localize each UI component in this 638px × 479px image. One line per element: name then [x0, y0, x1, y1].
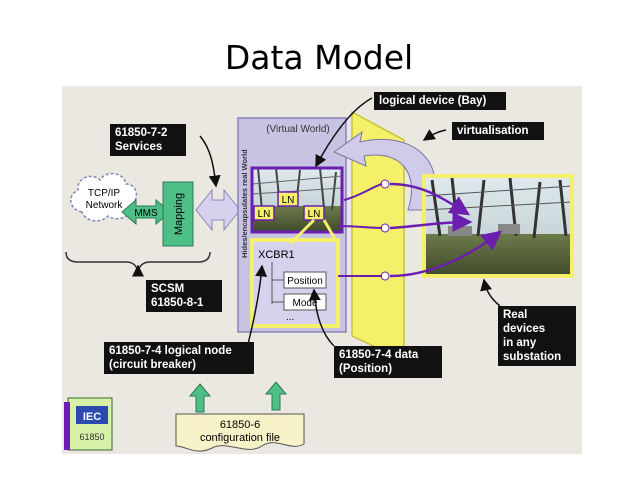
- virtualisation-callout-text: virtualisation: [457, 125, 529, 137]
- zoom-line-1: [288, 218, 316, 246]
- tcpip-cloud: [70, 172, 138, 222]
- ellipsis-label: ...: [286, 312, 294, 323]
- ln-connector-2: [337, 225, 383, 229]
- logical-device-callout: logical device (Bay): [374, 92, 506, 110]
- hides-label: Hides/encapsulates real World: [240, 149, 249, 258]
- iec-book-title: IEC: [83, 411, 101, 423]
- data-callout: 61850-7-4 data (Position): [334, 346, 442, 378]
- data-callout-line-1: 61850-7-4 data: [339, 349, 419, 361]
- iec-book-icon: IEC 61850: [64, 397, 113, 451]
- zoom-line-2: [322, 219, 340, 245]
- services-pointer: [199, 135, 221, 188]
- tcpip-label-1: TCP/IP: [88, 188, 121, 199]
- ln-node-1: LN: [277, 191, 299, 207]
- virtualisation-arrow: [332, 130, 436, 211]
- logical-device-pointer: [315, 97, 373, 168]
- real-devices-callout: Real devices in any substation: [498, 306, 576, 366]
- services-callout: 61850-7-2 Services: [110, 124, 186, 156]
- ln-connector-1: [343, 183, 383, 201]
- virtual-world-label: (Virtual World): [266, 124, 330, 135]
- up-arrow-2: [264, 381, 288, 411]
- data-pointer: [308, 288, 335, 347]
- data-callout-line-2: (Position): [339, 363, 393, 375]
- services-callout-line-1: 61850-7-2: [115, 127, 168, 139]
- real-substation-photo: [422, 174, 574, 278]
- position-box: [283, 271, 327, 289]
- services-callout-line-2: Services: [115, 141, 163, 153]
- configuration-file: 61850-6 configuration file: [175, 413, 305, 452]
- mapping-box: [162, 181, 194, 247]
- tcpip-label-2: Network: [86, 200, 124, 211]
- config-label-1: 61850-6: [220, 419, 260, 431]
- real-devices-callout-line-1: Real devices: [503, 309, 546, 335]
- real-devices-callout-line-2: in any: [503, 337, 537, 349]
- scsm-callout: SCSM 61850-8-1: [146, 280, 222, 312]
- xcbr-label: XCBR1: [258, 249, 295, 261]
- slide-title: Data Model: [224, 38, 414, 77]
- position-label: Position: [287, 276, 323, 287]
- plate-hole-2: [380, 223, 390, 233]
- ln-label-2: LN: [258, 209, 271, 220]
- real-devices-pointer: [480, 278, 501, 307]
- logical-node-callout-line-2: (circuit breaker): [109, 359, 196, 371]
- ln-label-3: LN: [308, 209, 321, 220]
- mapping-label: Mapping: [173, 193, 185, 235]
- up-arrow-1: [188, 383, 212, 413]
- double-arrow: [195, 188, 241, 232]
- virtualisation-callout: virtualisation: [452, 122, 544, 140]
- ln-node-2: LN: [253, 205, 275, 221]
- iec-book-number: 61850: [79, 432, 104, 442]
- link-arrow-2: [389, 212, 473, 233]
- mms-label: MMS: [134, 208, 158, 219]
- real-devices-callout-line-3: substation: [503, 351, 562, 363]
- ln-label-1: LN: [282, 195, 295, 206]
- mode-label: Mode: [292, 298, 317, 309]
- link-arrow-3: [389, 230, 502, 278]
- logical-device-callout-text: logical device (Bay): [379, 95, 487, 107]
- link-arrow-1: [389, 182, 471, 216]
- scsm-callout-line-1: SCSM: [151, 283, 185, 295]
- ln-node-3: LN: [303, 205, 325, 221]
- logical-node-pointer: [247, 264, 268, 345]
- virtualisation-pointer: [422, 129, 447, 141]
- logical-node-callout: 61850-7-4 logical node (circuit breaker): [104, 342, 254, 374]
- plate-hole-1: [380, 179, 390, 189]
- scsm-callout-line-2: 61850-8-1: [151, 297, 204, 309]
- config-label-2: configuration file: [200, 432, 280, 444]
- plate-hole-3: [380, 271, 390, 281]
- logical-node-callout-line-1: 61850-7-4 logical node: [109, 345, 232, 357]
